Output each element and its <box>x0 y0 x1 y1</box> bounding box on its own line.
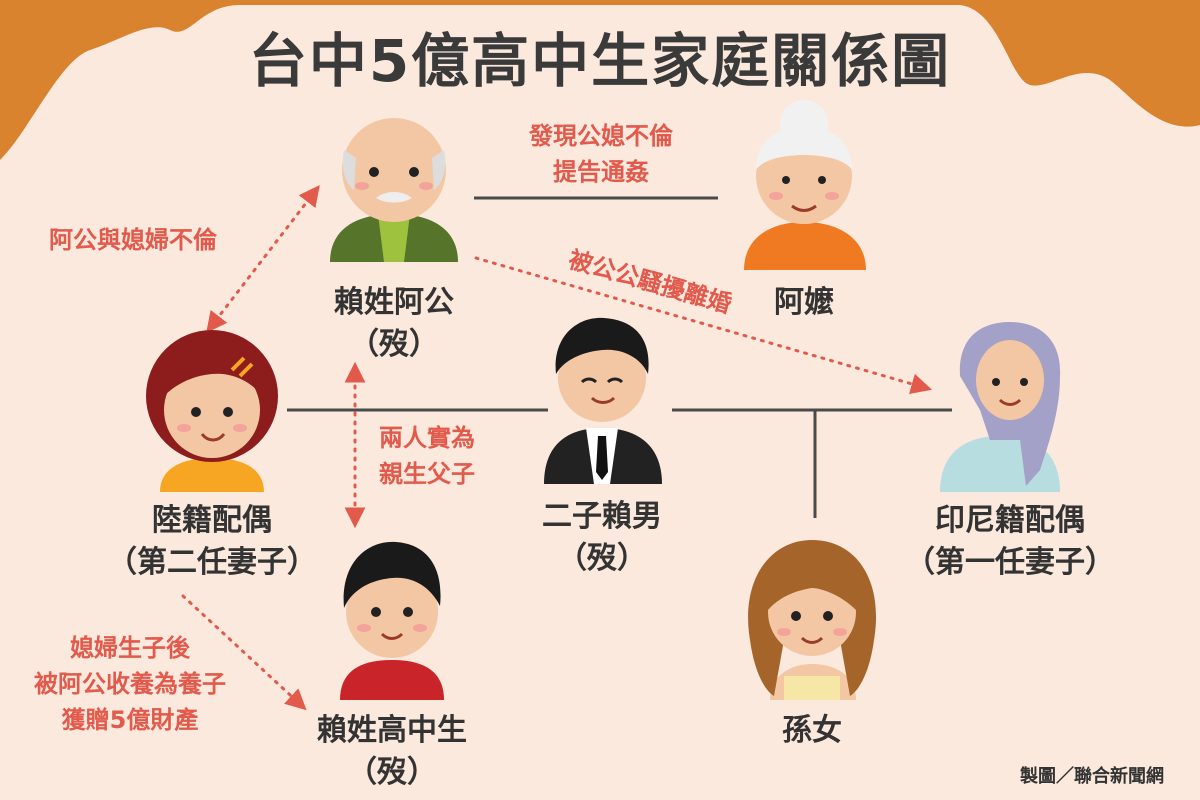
annotation-adopted-line-1: 媳婦生子後 <box>70 634 190 662</box>
annotation-adopted: 媳婦生子後 被阿公收養為養子 獲贈5億財產 <box>12 630 248 738</box>
annotation-affair-found-line-2: 提告通姦 <box>553 158 649 186</box>
annotation-affair-found: 發現公媳不倫 提告通姦 <box>496 118 706 190</box>
grandmother-avatar <box>744 100 866 270</box>
second-son-label: 二子賴男 （歿） <box>512 496 692 580</box>
annotation-adopted-line-2: 被阿公收養為養子 <box>34 670 226 698</box>
arrow-grandpa-mainland-spouse <box>206 185 320 333</box>
indonesian-spouse-name: 印尼籍配偶 <box>935 503 1085 538</box>
grandmother-label: 阿嬤 <box>724 282 884 324</box>
annotation-grandpa-daughter-in-law-text: 阿公與媳婦不倫 <box>49 226 217 254</box>
relationship-lines <box>287 196 952 518</box>
second-son-avatar <box>544 317 662 484</box>
annotation-adopted-line-3: 獲贈5億財產 <box>61 706 199 734</box>
page-title: 台中5億高中生家庭關係圖 <box>248 27 952 95</box>
mainland-spouse-label: 陸籍配偶 （第二任妻子） <box>92 500 332 584</box>
annotation-arrows <box>181 185 933 711</box>
high-school-student-label: 賴姓高中生 （歿） <box>292 710 492 794</box>
high-school-student-avatar <box>340 541 444 700</box>
annotation-grandpa-daughter-in-law: 阿公與媳婦不倫 <box>18 222 248 258</box>
annotation-actual-father-son-line-1: 兩人實為 <box>379 424 475 452</box>
mainland-spouse-name: 陸籍配偶 <box>152 503 272 538</box>
arrow-spouse-student <box>181 594 307 711</box>
arrow-grandpa-indonesian-spouse <box>474 256 933 395</box>
high-school-student-name: 賴姓高中生 <box>317 713 467 748</box>
grandfather-name: 賴姓阿公 <box>334 285 454 320</box>
annotation-actual-father-son: 兩人實為 親生父子 <box>362 420 492 492</box>
granddaughter-label: 孫女 <box>742 710 882 752</box>
grandfather-label: 賴姓阿公 （歿） <box>294 282 494 366</box>
annotation-affair-found-line-1: 發現公媳不倫 <box>529 122 673 150</box>
credit-text: 製圖／聯合新聞網 <box>1020 766 1164 787</box>
indonesian-spouse-label: 印尼籍配偶 （第一任妻子） <box>890 500 1130 584</box>
grandfather-avatar <box>330 118 458 262</box>
high-school-student-status: （歿） <box>347 755 437 790</box>
second-son-name: 二子賴男 <box>542 499 662 534</box>
mainland-spouse-avatar <box>146 330 278 492</box>
mainland-spouse-role: （第二任妻子） <box>107 545 317 580</box>
granddaughter-name: 孫女 <box>782 713 842 748</box>
granddaughter-avatar <box>748 540 877 700</box>
indonesian-spouse-role: （第一任妻子） <box>905 545 1115 580</box>
grandfather-status: （歿） <box>349 327 439 362</box>
second-son-status: （歿） <box>557 541 647 576</box>
top-wave-decoration <box>0 0 1200 160</box>
grandmother-name: 阿嬤 <box>774 285 834 320</box>
indonesian-spouse-avatar <box>940 322 1061 492</box>
annotation-actual-father-son-line-2: 親生父子 <box>379 460 475 488</box>
